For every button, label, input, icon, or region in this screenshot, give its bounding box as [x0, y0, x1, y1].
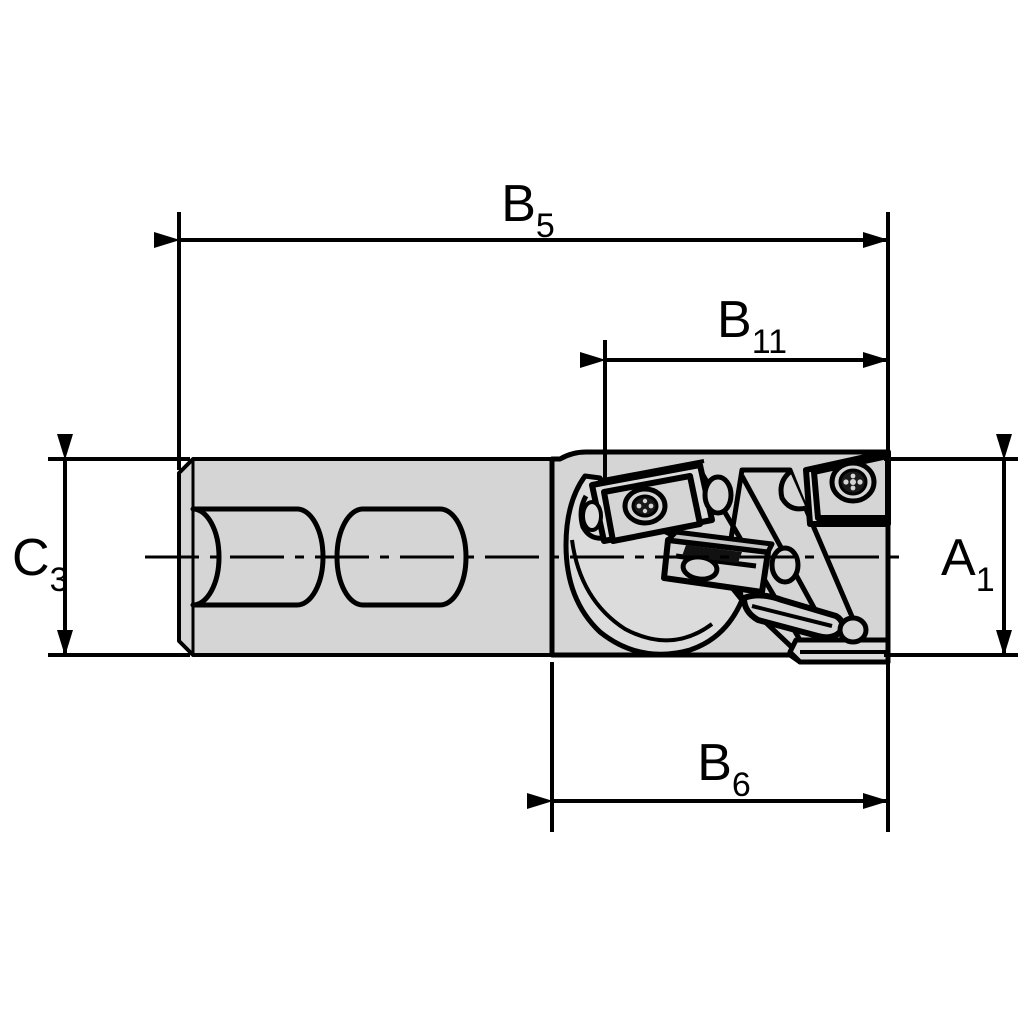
- dimension-B6: B6: [527, 734, 889, 809]
- dim-subscript-B11: 11: [752, 323, 787, 361]
- dim-subscript-B5: 5: [536, 207, 555, 245]
- dim-subscript-B6: 6: [732, 766, 751, 804]
- insert-screw-end: [829, 460, 877, 504]
- gullet-relief-arc: [570, 539, 714, 643]
- insert-end-seat-nose: [778, 470, 807, 512]
- coolant-hole-center: [769, 545, 801, 585]
- dimension-label-C3: C3: [12, 529, 68, 599]
- coolant-hole-lower: [837, 615, 869, 645]
- dim-symbol-B6: B: [697, 734, 732, 792]
- coolant-hole-upper: [702, 474, 734, 516]
- dimension-label-B11: B11: [717, 291, 787, 361]
- insert-upper-top-edge: [597, 459, 705, 483]
- clamp-finger-edge: [751, 604, 833, 628]
- pocket-boss-upper: [581, 500, 603, 532]
- dimension-A1: A1: [941, 434, 1012, 656]
- insert-lower-top-face: [665, 529, 775, 555]
- tool-body-group: [177, 449, 891, 665]
- dim-symbol-C3: C: [12, 529, 50, 587]
- dimension-label-B6: B6: [697, 734, 751, 804]
- dim-symbol-B5: B: [501, 175, 536, 233]
- dim-symbol-B11: B: [717, 291, 752, 349]
- insert-upper-seat-shoulder: [578, 494, 605, 541]
- dimension-C3: C3: [12, 434, 73, 656]
- dimension-B11: B11: [580, 291, 889, 368]
- dimension-label-B5: B5: [501, 175, 555, 245]
- insert-screw-upper: [622, 486, 668, 526]
- dim-symbol-A1: A: [941, 529, 976, 587]
- dim-subscript-A1: 1: [976, 561, 995, 599]
- dim-subscript-C3: 3: [50, 561, 69, 599]
- dimension-B5: B5: [154, 175, 889, 248]
- dimension-label-A1: A1: [941, 529, 995, 599]
